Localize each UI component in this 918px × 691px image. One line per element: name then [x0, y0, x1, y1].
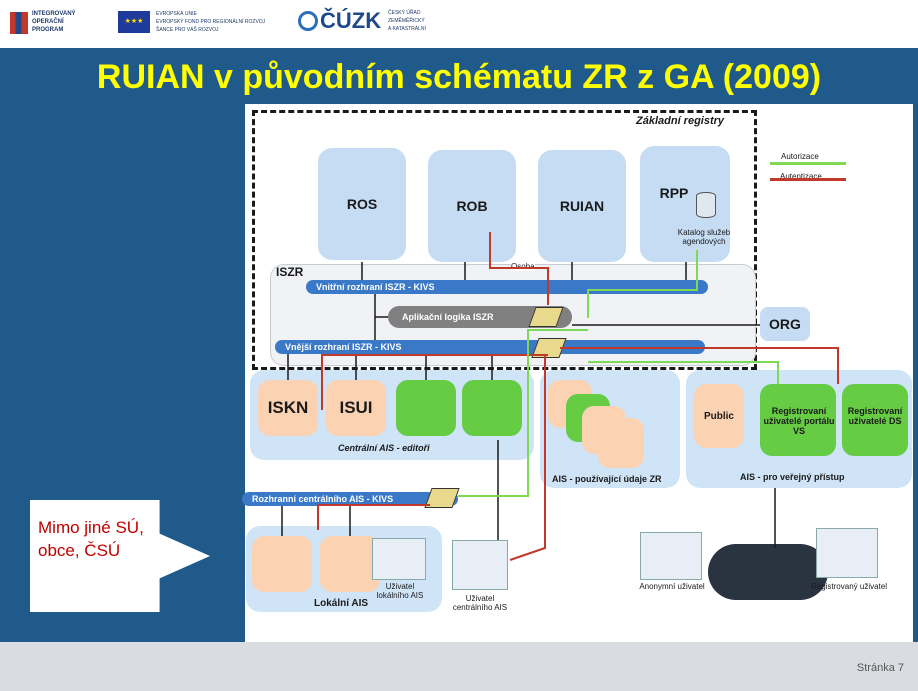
- registrovani-ds-box: [842, 384, 908, 456]
- lokalni-user-icon: [372, 538, 426, 580]
- register-rob-label: ROB: [456, 198, 488, 214]
- eu-logo-line-3: ŠANCE PRO VÁŠ ROZVOJ: [156, 27, 219, 33]
- iskn-box: ISKN: [258, 380, 318, 436]
- cuzk-emblem-icon: [298, 11, 318, 31]
- iszr-label: ISZR: [276, 265, 304, 279]
- cuzk-logo: ČÚZK ČESKÝ ÚŘAD ZEMĚMĚŘICKÝ A KATASTRÁLN…: [298, 8, 448, 38]
- katalog-label: Katalog služeb agendových: [677, 228, 731, 246]
- zakladni-registry-label: Základní registry: [636, 115, 725, 127]
- iop-logo-mark: [10, 12, 28, 34]
- eu-logo-line-1: EVROPSKÁ UNIE: [156, 11, 197, 17]
- register-ros: ROS: [318, 148, 406, 260]
- eu-flag-icon: ★★★: [118, 11, 150, 33]
- slide-title: RUIAN v původním schématu ZR z GA (2009): [96, 58, 822, 96]
- isui-box: ISUI: [326, 380, 386, 436]
- ais-user-box-4: [598, 418, 644, 468]
- ais-pouzivajici-label: AIS - používající údaje ZR: [552, 474, 662, 484]
- public-label: Public: [703, 410, 734, 422]
- aplikacni-logika: Aplikační logika ISZR: [388, 306, 572, 328]
- legend-autorizace-arrow: [770, 162, 846, 165]
- lokalni-ais-box-2: [320, 536, 380, 592]
- register-rob: ROB: [428, 150, 516, 262]
- vnitrni-rozhrani: Vnitřní rozhraní ISZR - KIVS: [306, 280, 708, 294]
- register-ruian: RUIAN: [538, 150, 626, 262]
- centralni-ais-label: Centrální AIS - editoři: [338, 443, 430, 453]
- iop-logo-line-1: INTEGROVANÝ: [32, 11, 76, 17]
- registrovani-ds-label: Registrovaní uživatelé DS: [847, 406, 903, 426]
- mimo-jine-label: Mimo jiné SÚ, obce, ČSÚ: [38, 518, 144, 560]
- page-number: Stránka 7: [856, 662, 904, 674]
- osoba-label: Osoba: [511, 262, 535, 271]
- anonymous-user-icon: [640, 532, 702, 580]
- cuzk-logo-line-2: ZEMĚMĚŘICKÝ: [388, 18, 425, 24]
- vnejsi-rozhrani: Vnější rozhraní ISZR - KIVS: [275, 340, 705, 354]
- logo-bar: INTEGROVANÝ OPERAČNÍ PROGRAM ★★★ EVROPSK…: [0, 0, 918, 48]
- uzivatel-lokalniho-label: Uživatel lokálního AIS: [376, 582, 424, 600]
- database-icon: [696, 192, 716, 218]
- legend-autentizace-arrow: [770, 178, 846, 181]
- iop-logo: INTEGROVANÝ OPERAČNÍ PROGRAM: [10, 10, 110, 36]
- internet-cloud-icon: [708, 544, 828, 600]
- editor-ais-box-1: [396, 380, 456, 436]
- iskn-label: ISKN: [267, 398, 309, 417]
- lokalni-ais-label: Lokální AIS: [314, 598, 369, 609]
- rozhrani-centralniho: Rozhranní centrálního AIS - KIVS: [242, 492, 458, 506]
- footer-bar: Stránka 7: [0, 642, 918, 691]
- eu-logo-line-2: EVROPSKÝ FOND PRO REGIONÁLNÍ ROZVOJ: [156, 19, 266, 25]
- cuzk-logo-text: ČÚZK: [320, 8, 382, 33]
- register-rpp-label: RPP: [659, 185, 689, 201]
- isui-label: ISUI: [339, 398, 373, 417]
- cuzk-logo-line-1: ČESKÝ ÚŘAD: [388, 10, 421, 16]
- register-ros-label: ROS: [346, 196, 378, 212]
- registrovani-vs-label: Registrovaní uživatelé portálu VS: [763, 406, 835, 436]
- aplikacni-logika-label: Aplikační logika ISZR: [402, 312, 494, 322]
- registrovany-label: Registrovaný uživatel: [810, 582, 888, 591]
- uzivatel-centralniho-label: Uživatel centrálního AIS: [452, 594, 508, 612]
- anonymni-label: Anonymní uživatel: [639, 582, 705, 591]
- org-box: ORG: [760, 307, 810, 341]
- iop-logo-line-2: OPERAČNÍ: [32, 19, 64, 25]
- editor-ais-box-2: [462, 380, 522, 436]
- registered-user-icon: [816, 528, 878, 578]
- cuzk-logo-line-3: A KATASTRÁLNÍ: [388, 26, 426, 32]
- iop-logo-line-3: PROGRAM: [32, 27, 64, 33]
- org-label: ORG: [769, 316, 801, 332]
- ais-verejny-label: AIS - pro veřejný přístup: [740, 472, 845, 482]
- centralni-user-icon: [452, 540, 508, 590]
- eu-logo: ★★★ EVROPSKÁ UNIE EVROPSKÝ FOND PRO REGI…: [118, 10, 288, 36]
- lokalni-ais-box-1: [252, 536, 312, 592]
- legend-autentizace: Autentizace: [780, 172, 822, 181]
- public-box: Public: [694, 384, 744, 448]
- register-ruian-label: RUIAN: [559, 198, 605, 214]
- legend-autorizace: Autorizace: [781, 152, 819, 161]
- registrovani-vs-box: [760, 384, 836, 456]
